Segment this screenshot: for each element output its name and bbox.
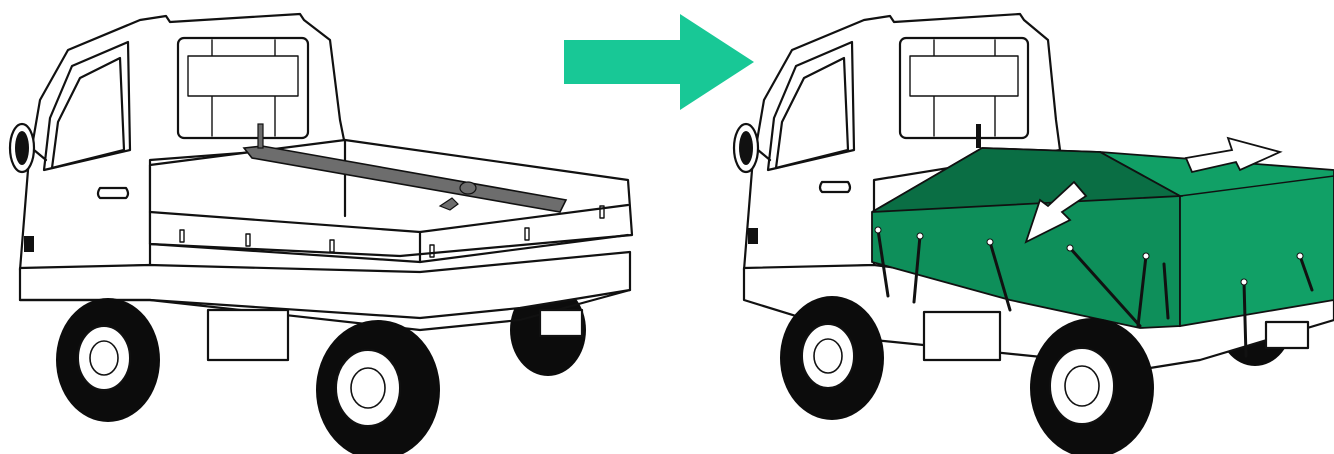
fuel-tank bbox=[924, 312, 1000, 360]
headlight bbox=[24, 236, 34, 252]
cargo-bed bbox=[150, 140, 632, 256]
frame-post bbox=[976, 124, 981, 148]
mudflap bbox=[1266, 322, 1308, 348]
window-pane bbox=[910, 56, 1018, 96]
front-wheel bbox=[780, 296, 884, 420]
headlight bbox=[748, 228, 758, 244]
fuel-tank bbox=[208, 310, 288, 360]
right-arrow-icon bbox=[564, 14, 754, 110]
truck-before bbox=[10, 14, 632, 454]
rear-wheel-near bbox=[316, 320, 440, 454]
mudflap bbox=[540, 310, 582, 336]
rear-wheel-near bbox=[1030, 318, 1154, 454]
window-pane bbox=[188, 56, 298, 96]
truck-after bbox=[734, 14, 1334, 454]
front-wheel bbox=[56, 298, 160, 422]
